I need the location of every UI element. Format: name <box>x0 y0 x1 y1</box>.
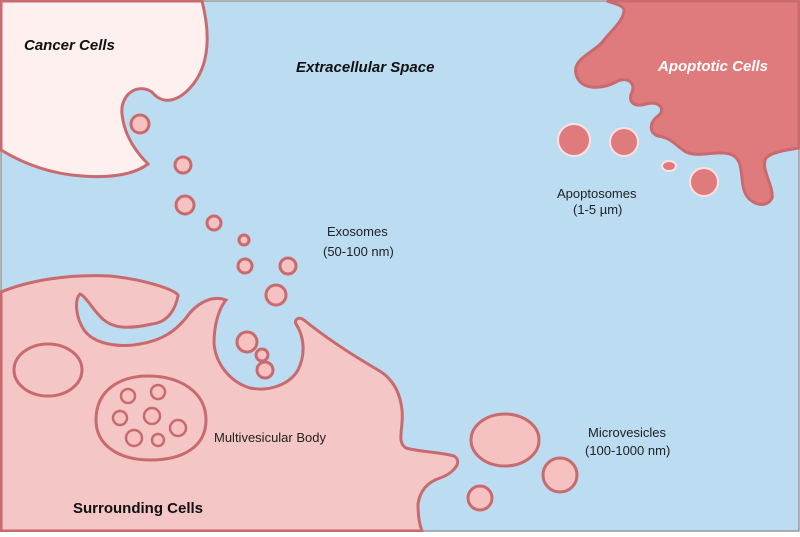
intraluminal-vesicle <box>150 432 166 448</box>
label-microvesicles: Microvesicles <box>588 425 667 440</box>
apoptosome <box>689 167 719 197</box>
label-exosomes: Exosomes <box>327 224 388 239</box>
label-extracellular-space: Extracellular Space <box>296 59 434 76</box>
label-exosomes-size: (50-100 nm) <box>323 244 394 259</box>
intraluminal-vesicle <box>142 406 162 426</box>
exosome <box>205 214 223 232</box>
microvesicle <box>469 412 541 468</box>
apoptotic-cell <box>574 0 800 206</box>
intraluminal-vesicle <box>149 383 167 401</box>
exosome <box>237 233 251 247</box>
exosome <box>235 330 259 354</box>
exosome <box>174 194 196 216</box>
apoptosome <box>609 127 639 157</box>
exosome <box>129 113 151 135</box>
exosome <box>278 256 298 276</box>
exosomes <box>129 113 298 380</box>
apoptosome <box>661 160 677 172</box>
microvesicles <box>466 412 579 512</box>
exosome <box>255 360 275 380</box>
label-surrounding-cells: Surrounding Cells <box>73 500 203 517</box>
microvesicle <box>541 456 579 494</box>
surrounding-cells <box>0 274 460 533</box>
intraluminal-vesicle <box>124 428 144 448</box>
label-apoptosomes-size: (1-5 µm) <box>573 202 622 217</box>
exosome <box>236 257 254 275</box>
label-multivesicular-body: Multivesicular Body <box>214 430 326 445</box>
intraluminal-vesicle <box>111 409 129 427</box>
intraluminal-vesicles <box>111 383 188 448</box>
exosome <box>264 283 288 307</box>
exosome <box>254 347 270 363</box>
cancer-cell <box>0 0 209 179</box>
label-apoptosomes: Apoptosomes <box>557 186 637 201</box>
label-cancer-cells: Cancer Cells <box>24 37 115 54</box>
microvesicle <box>466 484 494 512</box>
apoptosome <box>557 123 591 157</box>
exosome <box>173 155 193 175</box>
intraluminal-vesicle <box>168 418 188 438</box>
intraluminal-vesicle <box>119 387 137 405</box>
apoptosomes <box>557 123 719 197</box>
label-apoptotic-cells: Apoptotic Cells <box>657 58 768 75</box>
intracellular-vesicle <box>12 342 84 398</box>
label-microvesicles-size: (100-1000 nm) <box>585 443 670 458</box>
